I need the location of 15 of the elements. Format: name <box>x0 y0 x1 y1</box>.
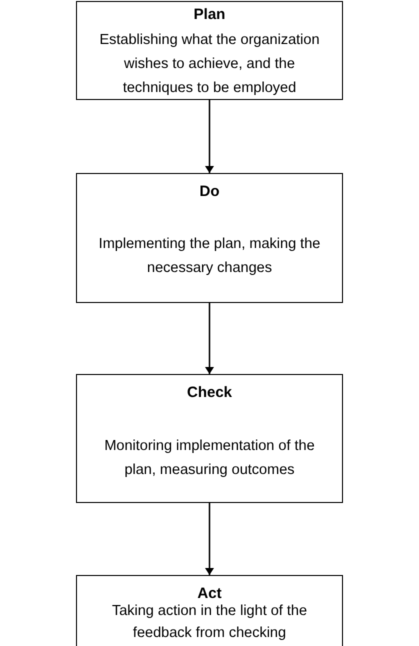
box-description: Taking action in the light of the feedback from checking <box>110 602 308 643</box>
arrow <box>206 503 213 575</box>
process-box <box>76 575 343 646</box>
process-box <box>76 173 343 303</box>
box-title: Do <box>198 183 220 200</box>
arrow <box>206 303 213 374</box>
box-title: Act <box>196 585 223 602</box>
process-box <box>76 1 343 100</box>
box-description: Monitoring implementation of the plan, measuring outcomes <box>103 437 316 480</box>
process-box <box>76 374 343 503</box>
box-title: Plan <box>192 6 226 23</box>
box-description: Establishing what the organization wishes to achieve, and the techniques to be employed <box>98 31 321 98</box>
box-description: Implementing the plan, making the necessary changes <box>98 235 322 278</box>
arrow <box>206 100 213 173</box>
box-title: Check <box>186 384 234 401</box>
